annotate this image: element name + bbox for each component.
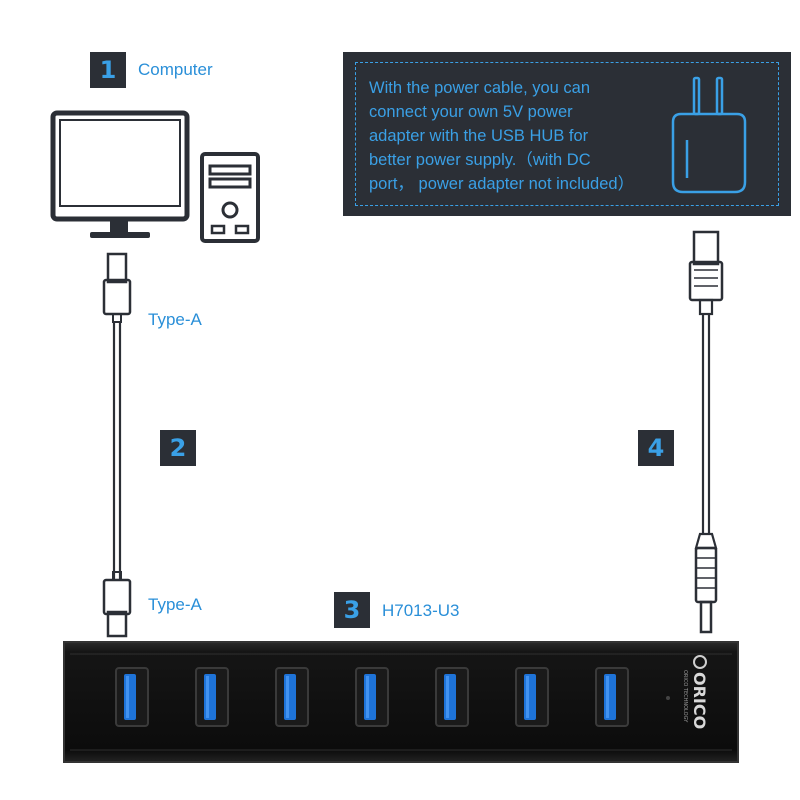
usb-port-6 — [515, 667, 549, 727]
model-label: H7013-U3 — [382, 601, 460, 620]
info-line-4: better power supply.（with DC — [369, 151, 591, 169]
info-line-2: connect your own 5V power — [369, 103, 573, 121]
pc-tower-icon — [200, 152, 260, 243]
power-plug-icon — [671, 76, 747, 194]
step-3-badge: 3 — [334, 592, 370, 628]
dashed-border — [355, 62, 779, 206]
usb-port-4 — [355, 667, 389, 727]
hub-brand-logo: ORICO — [690, 672, 709, 729]
usb-port-5 — [435, 667, 469, 727]
usb-port-2 — [195, 667, 229, 727]
info-line-5: port， power adapter not included） — [369, 175, 635, 193]
type-a-top-label: Type-A — [148, 310, 202, 329]
type-a-bottom-label: Type-A — [148, 595, 202, 614]
usb-cable-left — [102, 252, 132, 638]
step-1-badge: 1 — [90, 52, 126, 88]
usb-port-7 — [595, 667, 629, 727]
power-info-box: With the power cable, you can connect yo… — [343, 52, 791, 216]
step-4-badge: 4 — [638, 430, 674, 466]
info-line-1: With the power cable, you can — [369, 79, 591, 97]
usb-hub: ORICO ORICO TECHNOLOGY — [63, 641, 739, 763]
power-info-text: With the power cable, you can connect yo… — [369, 76, 659, 196]
step-2-badge: 2 — [160, 430, 196, 466]
computer-label: Computer — [138, 60, 213, 79]
info-line-3: adapter with the USB HUB for — [369, 127, 589, 145]
usb-port-3 — [275, 667, 309, 727]
power-cable-right — [688, 230, 724, 634]
monitor-icon — [50, 110, 190, 238]
hub-brand-tagline: ORICO TECHNOLOGY — [682, 670, 688, 723]
usb-port-1 — [115, 667, 149, 727]
